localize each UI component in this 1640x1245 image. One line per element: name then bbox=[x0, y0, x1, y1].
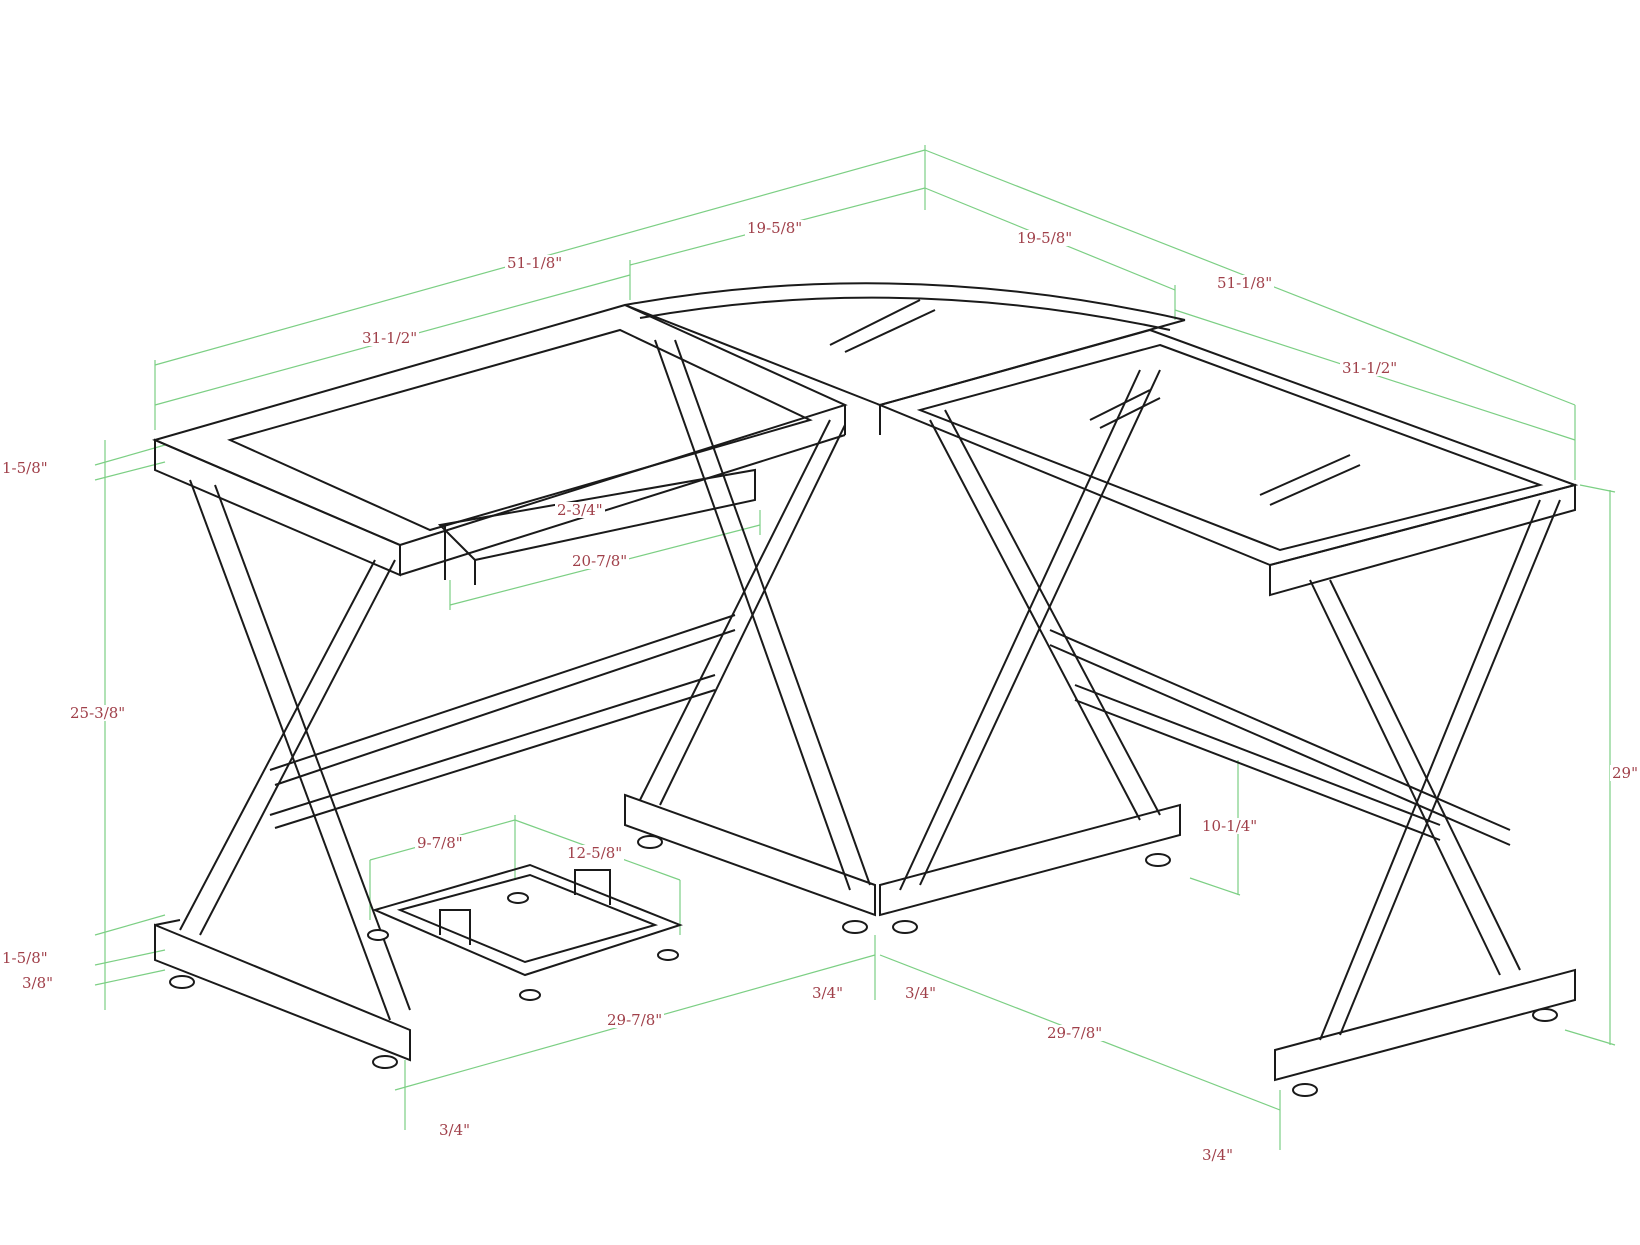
dim-corner-right-depth: 19-5/8" bbox=[1015, 229, 1075, 247]
dim-base-right-depth: 29-7/8" bbox=[1045, 1024, 1105, 1042]
dim-keyboard-tray-height: 2-3/4" bbox=[555, 501, 605, 519]
dim-corner-foot-right: 3/4" bbox=[903, 984, 939, 1002]
dim-top-thickness: 1-5/8" bbox=[0, 459, 50, 477]
dim-base-left-depth: 29-7/8" bbox=[605, 1011, 665, 1029]
dim-right-foot-offset: 3/4" bbox=[1200, 1146, 1236, 1164]
dim-corner-left-depth: 19-5/8" bbox=[745, 219, 805, 237]
dim-left-foot-offset: 3/4" bbox=[437, 1121, 473, 1139]
dim-corner-foot-left: 3/4" bbox=[810, 984, 846, 1002]
dim-cpu-stand-depth: 9-7/8" bbox=[415, 834, 465, 852]
dim-stretcher-clearance: 10-1/4" bbox=[1200, 817, 1260, 835]
dim-total-height: 29" bbox=[1610, 764, 1640, 782]
dim-right-top-length: 31-1/2" bbox=[1340, 359, 1400, 377]
dim-keyboard-tray-width: 20-7/8" bbox=[570, 552, 630, 570]
dim-left-top-length: 31-1/2" bbox=[360, 329, 420, 347]
dim-overall-right-length: 51-1/8" bbox=[1215, 274, 1275, 292]
dim-base-rail-height: 1-5/8" bbox=[0, 949, 50, 967]
dim-overall-left-length: 51-1/8" bbox=[505, 254, 565, 272]
desk-outline bbox=[152, 282, 1579, 1082]
dim-leg-height: 25-3/8" bbox=[68, 704, 128, 722]
dim-foot-height: 3/8" bbox=[20, 974, 56, 992]
dim-cpu-stand-width: 12-5/8" bbox=[565, 844, 625, 862]
dimension-lines bbox=[94, 145, 1616, 1150]
leveling-feet bbox=[169, 835, 1558, 1097]
